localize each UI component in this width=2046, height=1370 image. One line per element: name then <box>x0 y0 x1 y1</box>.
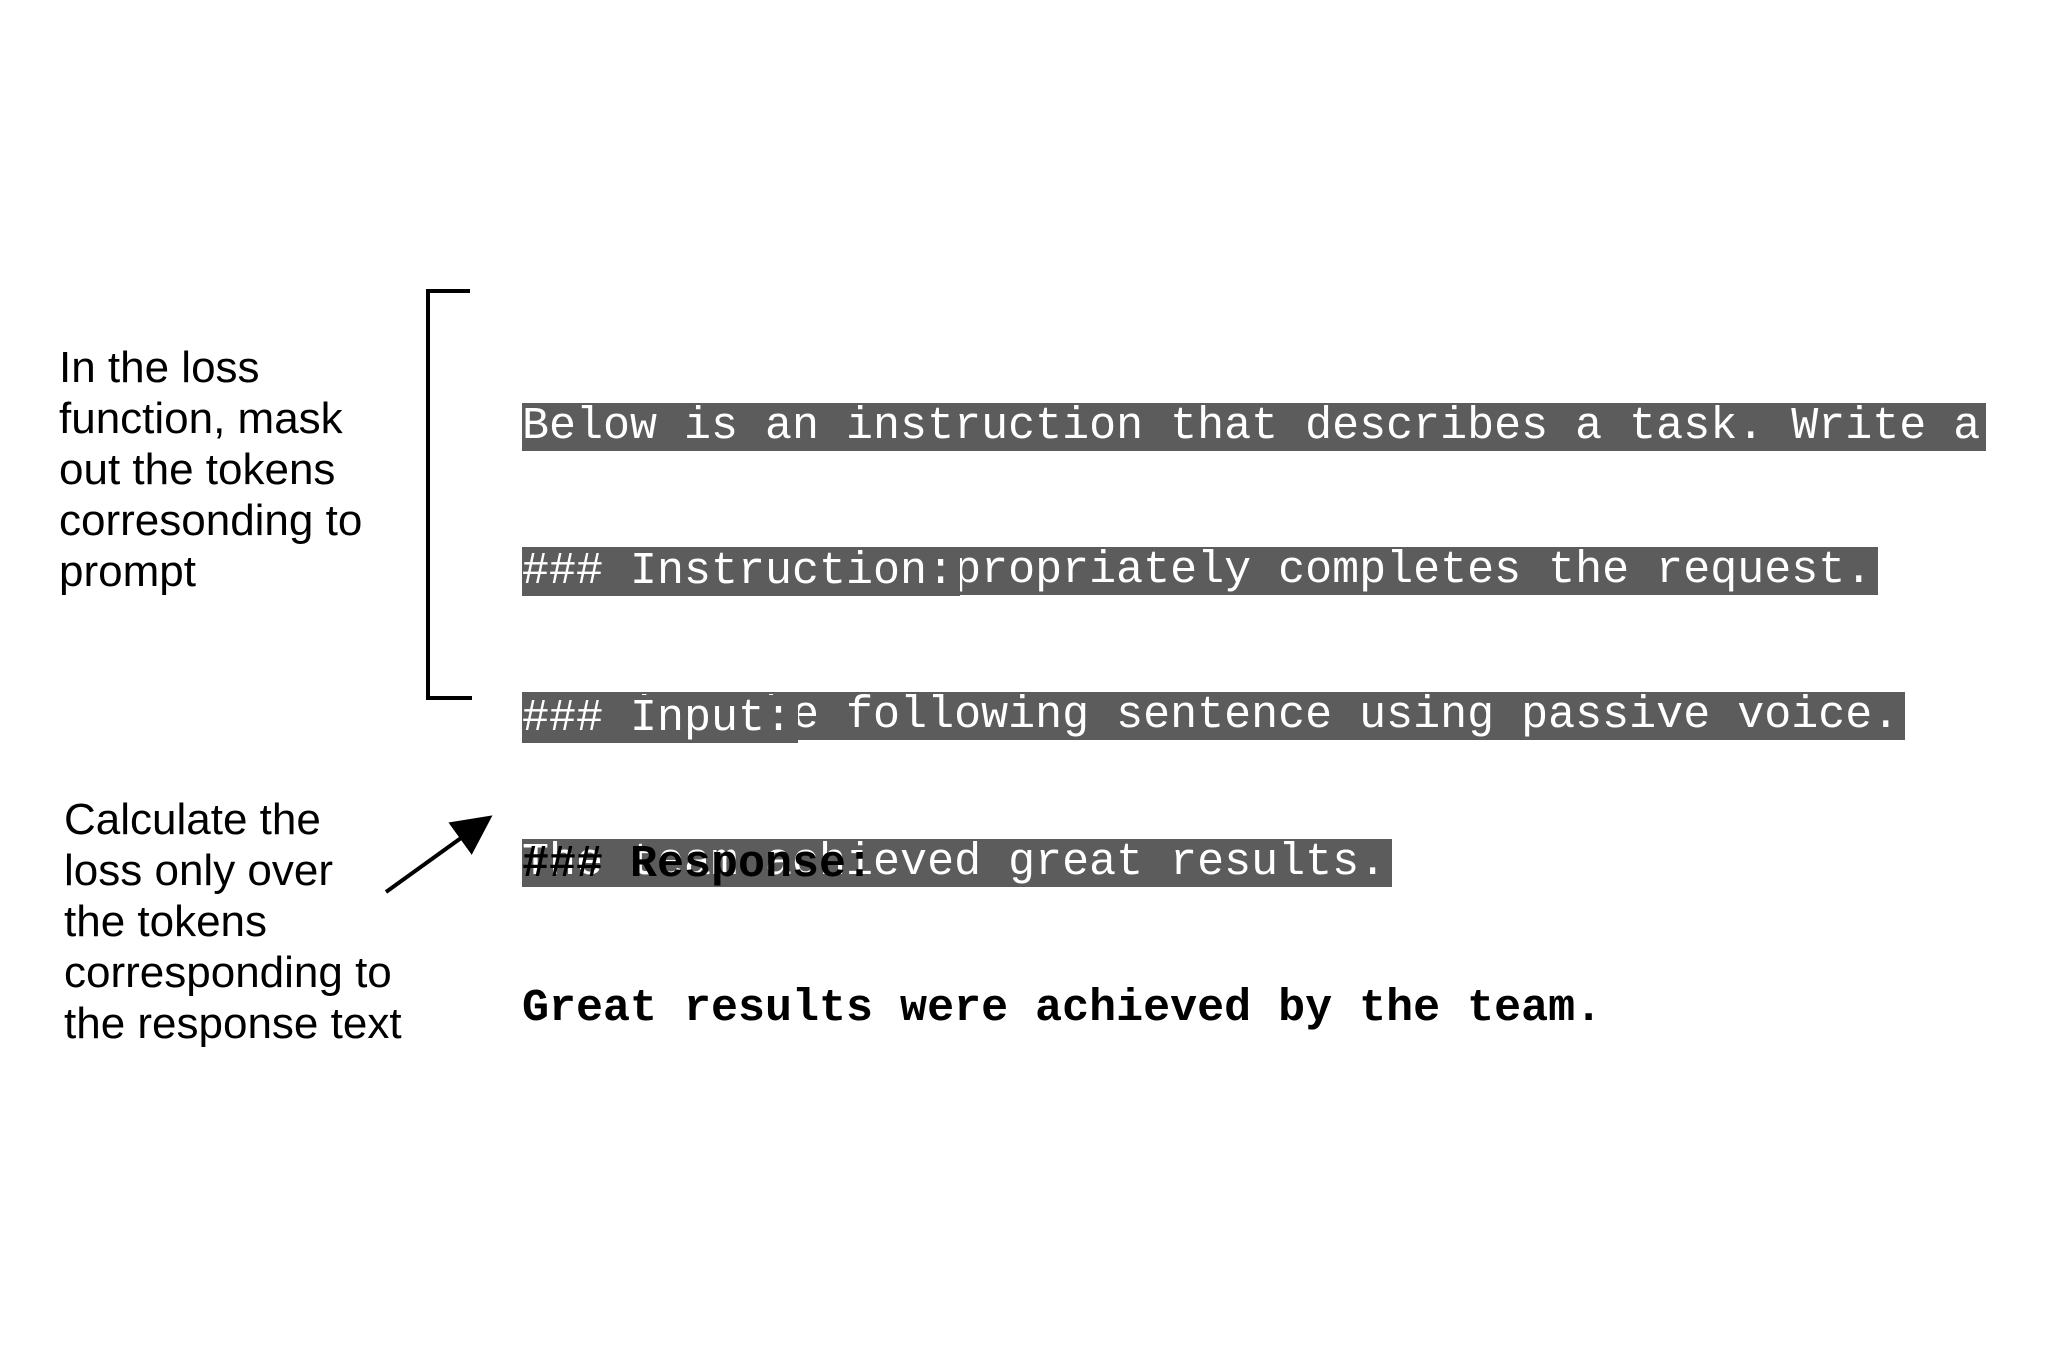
response-loss-annotation: Calculate the loss only over the tokens … <box>64 794 402 1049</box>
annotation-line: corresonding to <box>59 496 363 545</box>
annotation-line: Calculate the <box>64 795 321 844</box>
annotation-line: In the loss <box>59 343 260 392</box>
response-line: Great results were achieved by the team. <box>522 983 1603 1034</box>
response-line: ### Response: <box>522 839 874 890</box>
prompt-bracket <box>426 289 472 700</box>
annotation-line: prompt <box>59 547 196 596</box>
prompt-input-block: ### Input: The team achieved great resul… <box>522 599 1393 935</box>
annotation-line: the response text <box>64 999 402 1048</box>
masked-prompt-line: Below is an instruction that describes a… <box>522 403 1987 451</box>
annotation-line: corresponding to <box>64 948 392 997</box>
annotation-line: loss only over <box>64 846 334 895</box>
annotation-line: function, mask <box>59 394 343 443</box>
masked-prompt-line: ### Input: <box>522 695 799 743</box>
annotation-line: out the tokens <box>59 445 336 494</box>
mask-prompt-annotation: In the loss function, mask out the token… <box>59 342 362 597</box>
response-block: ### Response: Great results were achieve… <box>522 745 1602 1081</box>
prompt-header-block: Below is an instruction that describes a… <box>522 307 1987 643</box>
response-arrow <box>384 815 493 894</box>
masked-prompt-line: The team achieved great results. <box>522 839 1393 887</box>
masked-prompt-line: ### Instruction: <box>522 548 961 596</box>
annotation-line: the tokens <box>64 897 268 946</box>
